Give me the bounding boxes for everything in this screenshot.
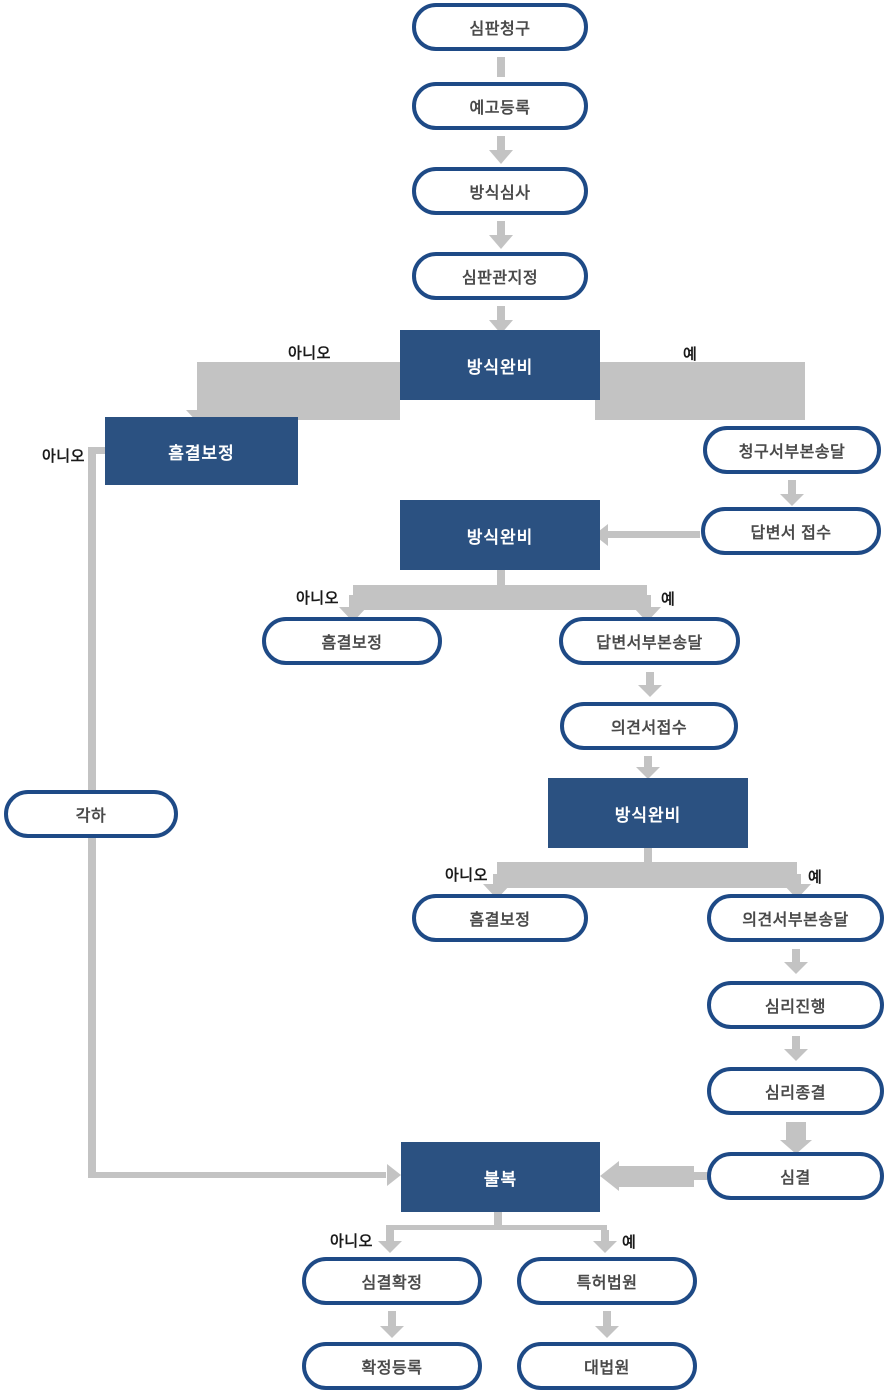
connector-stem — [608, 531, 700, 538]
node-answer-copy-service: 답변서부본송달 — [559, 617, 740, 665]
connector-stem-thick — [786, 1122, 806, 1142]
arrow-down-icon — [784, 962, 808, 974]
branch-label-no: 아니오 — [330, 1233, 373, 1250]
connector-stem — [694, 1172, 710, 1180]
arrow-down-icon — [636, 767, 660, 779]
connector-stem — [494, 1210, 502, 1228]
node-opinion-copy-service: 의견서부본송달 — [707, 894, 884, 942]
node-defect-correction-2: 흠결보정 — [262, 617, 442, 665]
branch-label-no: 아니오 — [445, 867, 488, 884]
decision-formality-complete-1: 방식완비 — [400, 330, 600, 400]
decision-formality-complete-3: 방식완비 — [548, 778, 748, 848]
connector-stem — [603, 1311, 611, 1326]
connector-stem — [92, 447, 106, 454]
node-judge-designation: 심판관지정 — [412, 252, 588, 300]
arrow-down-icon — [780, 494, 804, 506]
connector-stem — [644, 846, 652, 864]
node-trial-request: 심판청구 — [412, 3, 588, 51]
branch-label-yes: 예 — [808, 869, 823, 886]
node-advance-registration: 예고등록 — [412, 82, 588, 130]
connector-stem — [88, 447, 96, 790]
node-opinion-receipt: 의견서접수 — [560, 702, 738, 750]
branch-band — [353, 585, 647, 610]
decision-formality-complete-2: 방식완비 — [400, 500, 600, 570]
connector-stem — [643, 595, 651, 609]
arrow-down-icon — [378, 1241, 402, 1253]
arrow-down-icon — [784, 1049, 808, 1061]
branch-band-no — [197, 362, 400, 420]
node-supreme-court: 대법원 — [517, 1342, 697, 1390]
branch-label-yes: 예 — [661, 591, 676, 608]
connector-stem — [497, 136, 505, 150]
connector-stem — [601, 1230, 609, 1241]
arrow-down-icon — [489, 150, 513, 164]
branch-label-yes: 예 — [683, 346, 698, 363]
connector-stem — [497, 221, 505, 235]
node-decision-confirmed: 심결확정 — [302, 1257, 482, 1305]
branch-band-yes — [595, 362, 805, 420]
connector-stem — [388, 1311, 396, 1326]
arrow-down-icon — [380, 1326, 404, 1338]
branch-label-no: 아니오 — [288, 345, 331, 362]
connector-stem — [646, 672, 654, 685]
connector-stem — [349, 595, 357, 609]
node-formality-examination: 방식심사 — [412, 167, 588, 215]
connector-stem — [497, 568, 505, 586]
node-defect-correction-3: 흠결보정 — [412, 894, 588, 942]
connector-stem — [497, 57, 505, 77]
arrow-right-icon — [387, 1164, 401, 1186]
node-trial-decision: 심결 — [707, 1152, 884, 1200]
node-trial-closing: 심리종결 — [707, 1067, 884, 1115]
node-request-copy-service: 청구서부본송달 — [703, 426, 881, 474]
arrow-down-icon — [593, 1241, 617, 1253]
box-defect-correction-1: 흠결보정 — [105, 417, 298, 485]
node-dismissal: 각하 — [4, 790, 178, 838]
branch-band — [497, 862, 797, 888]
arrow-down-icon — [595, 1326, 619, 1338]
connector-stem — [792, 949, 800, 962]
branch-label-no: 아니오 — [42, 448, 85, 465]
node-confirmed-registration: 확정등록 — [302, 1342, 482, 1390]
connector-stem — [788, 480, 796, 494]
connector-stem — [386, 1225, 607, 1230]
connector-stem — [386, 1230, 394, 1241]
arrow-down-icon — [489, 235, 513, 249]
connector-stem — [92, 1172, 386, 1178]
arrow-left-icon — [600, 1161, 619, 1191]
connector-stem — [88, 838, 96, 1178]
decision-appeal: 불복 — [401, 1142, 600, 1212]
connector-stem — [793, 874, 801, 886]
connector-stem — [792, 1036, 800, 1049]
connector-stem — [644, 756, 652, 767]
connector-stem — [497, 306, 505, 320]
node-trial-proceeding: 심리진행 — [707, 981, 884, 1029]
node-patent-court: 특허법원 — [517, 1257, 697, 1305]
arrow-down-icon — [780, 1140, 812, 1154]
branch-band — [619, 1166, 694, 1187]
node-answer-receipt: 답변서 접수 — [701, 507, 881, 555]
arrow-down-icon — [638, 685, 662, 697]
connector-stem — [493, 874, 501, 886]
branch-label-no: 아니오 — [296, 590, 339, 607]
branch-label-yes: 예 — [622, 1234, 637, 1251]
